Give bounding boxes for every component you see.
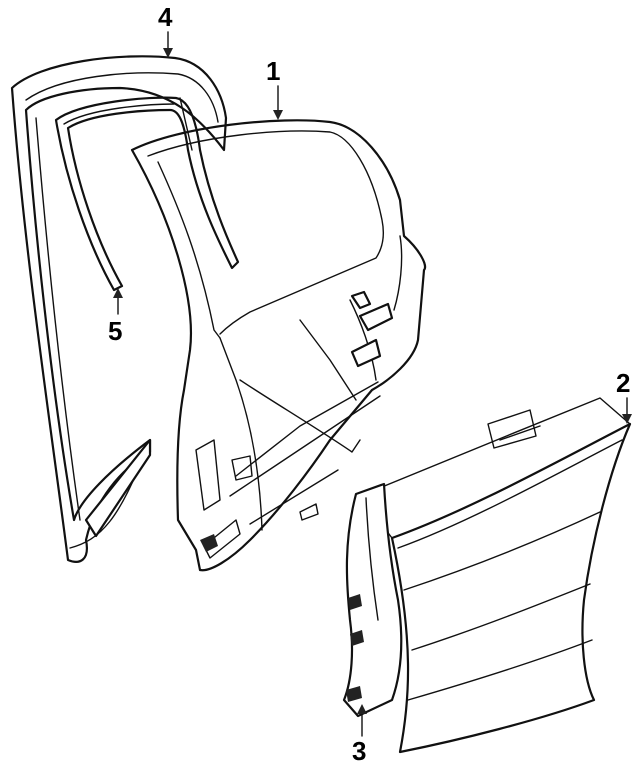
callout-4: 4 <box>158 2 173 32</box>
callout-2: 2 <box>616 368 631 398</box>
leader-lines <box>113 31 632 737</box>
weatherstrip-part-4 <box>10 55 228 563</box>
callout-1: 1 <box>266 56 281 86</box>
door-shell-part-1 <box>130 119 427 572</box>
callout-5: 5 <box>108 316 123 346</box>
outer-panel-part-2 <box>359 397 632 754</box>
glass-run-channel-part-5 <box>54 96 240 292</box>
hinge-pillar-part-3 <box>342 482 403 718</box>
callout-3: 3 <box>352 736 367 766</box>
